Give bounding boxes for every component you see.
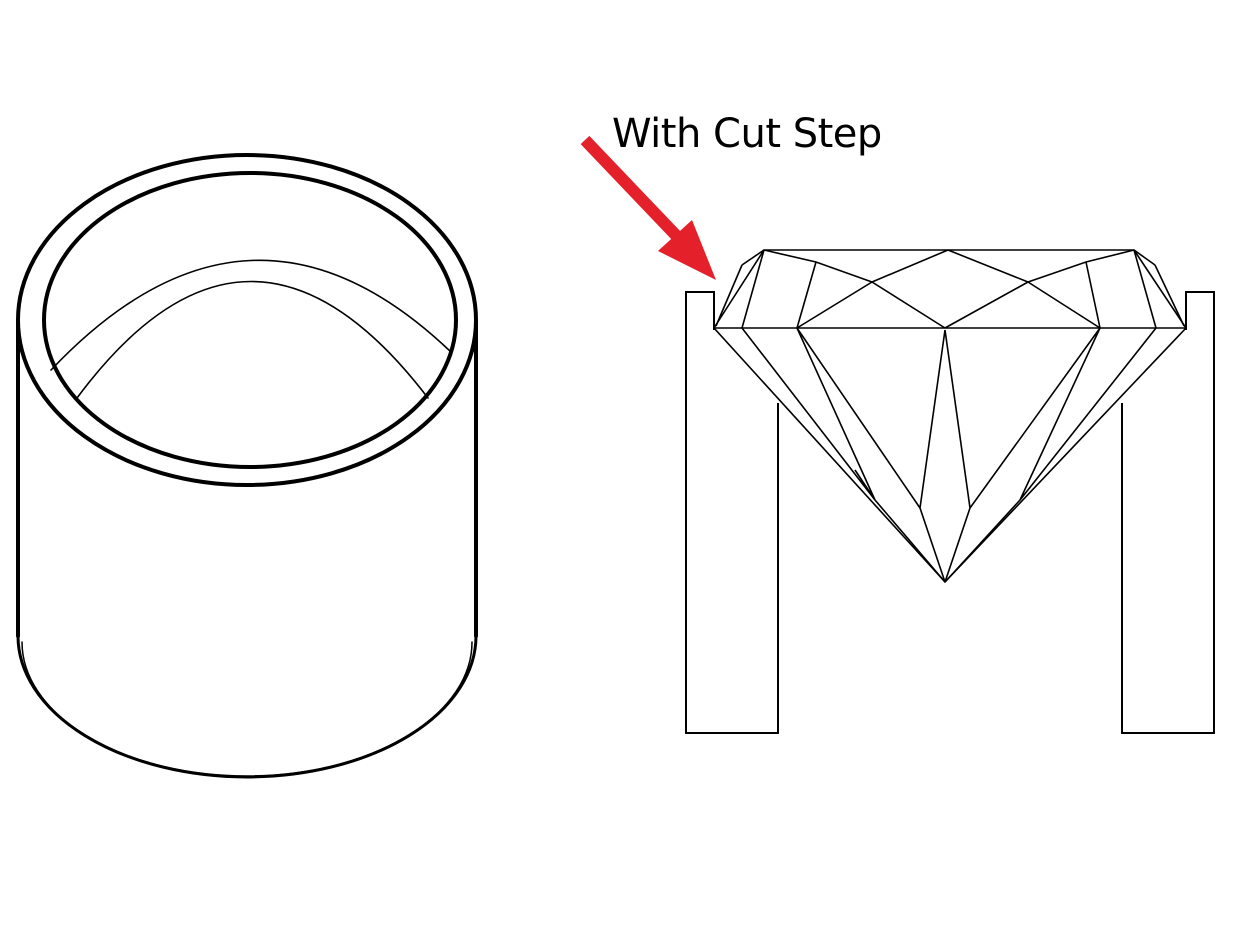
tube-outer-rim [16,153,478,487]
diamond-crown-facets [715,249,1185,329]
plain-bezel-tube [16,153,478,779]
callout-label: With Cut Step [612,111,882,157]
diamond-pavilion-facets [741,327,1157,583]
tube-inner-seat-lower [76,280,429,399]
diamond [712,249,1188,584]
tube-inner-rim [42,171,458,469]
diamond-outline [712,249,1188,584]
bezel-left-wall [685,291,779,734]
callout-arrow-shaft [580,135,695,255]
tube-bottom-edge-inner [21,641,473,777]
callout-arrow [580,135,716,280]
tube-bottom-edge [16,634,478,779]
stepped-bezel-section [685,291,1215,734]
callout-arrow-head [658,220,716,280]
tube-inner-seat-upper [50,259,452,371]
bezel-right-wall [1121,291,1215,734]
